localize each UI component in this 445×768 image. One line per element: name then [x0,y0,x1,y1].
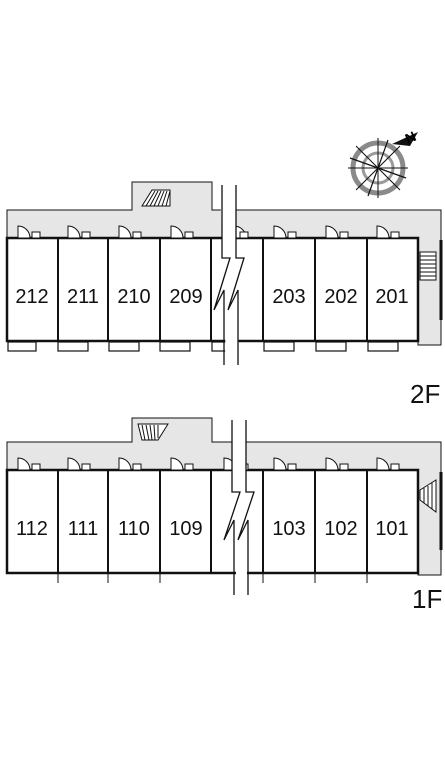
unit-103: 103 [272,518,305,540]
unit-201: 201 [375,286,408,308]
stairs-icon [141,189,171,207]
doors-2f [17,225,400,239]
floor-label-2f: 2F [410,379,440,409]
unit-212: 212 [15,286,48,308]
unit-203: 203 [272,286,305,308]
building-outline-2f [5,236,420,343]
unit-109: 109 [169,518,202,540]
unit-111: 111 [68,518,98,540]
unit-211: 211 [67,286,99,308]
floor-2f: 212 211 210 209 203 202 201 2F [5,181,443,409]
unit-210: 210 [117,286,150,308]
unit-102: 102 [324,518,357,540]
floor-1f: 112 111 110 109 103 102 101 1F [5,417,443,614]
north-arrow-icon [392,132,418,146]
unit-101: 101 [375,518,408,540]
side-stairs-icon [419,251,437,281]
side-stairs-icon-1f [419,479,437,513]
doors-1f [17,457,400,471]
unit-110: 110 [118,518,150,540]
unit-202: 202 [324,286,357,308]
unit-209: 209 [169,286,202,308]
building-outline-1f [5,468,420,575]
balconies-2f [7,341,399,352]
compass: N [348,128,418,198]
stairs-icon-1f [137,423,169,441]
break-line-1f [224,420,256,595]
floor-label-1f: 1F [412,584,442,614]
unit-112: 112 [16,518,48,540]
